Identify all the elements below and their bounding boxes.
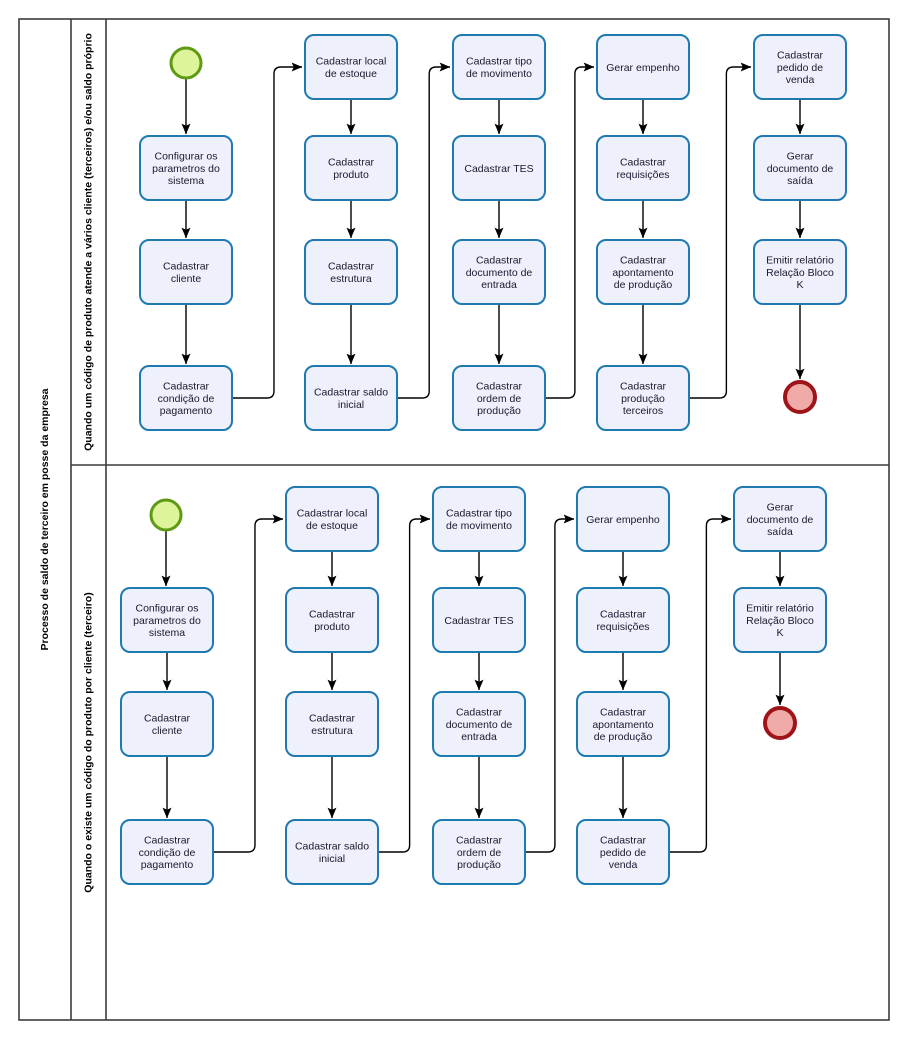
flow-lane-1-link4 (689, 62, 752, 399)
task-lane-1-c1-t2[interactable] (139, 239, 233, 305)
task-lane-1-c5-t2[interactable] (753, 135, 847, 201)
task-lane-1-c3-t3[interactable] (452, 239, 546, 305)
task-lane-2-c1-t3[interactable] (120, 819, 214, 885)
task-lane-2-c2-t2[interactable] (285, 587, 379, 653)
start-event-lane-1[interactable] (169, 46, 203, 80)
pool-lane-labels: Processo de saldo de terceiro em posse d… (39, 33, 95, 893)
task-lane-1-c5-t3[interactable] (753, 239, 847, 305)
task-lane-1-c4-t2[interactable] (596, 135, 690, 201)
task-lane-2-c4-t1[interactable] (576, 486, 670, 552)
task-lane-2-c5-t1[interactable] (733, 486, 827, 552)
task-lane-1-c5-t1[interactable] (753, 34, 847, 100)
task-lane-1-c2-t3[interactable] (304, 239, 398, 305)
flow-lane-2-link3 (525, 514, 575, 853)
task-lane-2-c3-t4[interactable] (432, 819, 526, 885)
sequence-flows (161, 62, 805, 853)
task-lane-1-c2-t4[interactable] (304, 365, 398, 431)
flow-lane-2-link2 (378, 514, 431, 853)
pool-title: Processo de saldo de terceiro em posse d… (39, 388, 51, 650)
flow-lane-1-link1 (232, 62, 303, 399)
task-lane-2-c4-t2[interactable] (576, 587, 670, 653)
task-lane-1-c3-t1[interactable] (452, 34, 546, 100)
task-lane-1-c2-t2[interactable] (304, 135, 398, 201)
task-lane-2-c4-t3[interactable] (576, 691, 670, 757)
flow-lane-1-link2 (397, 62, 451, 399)
task-lane-2-c2-t3[interactable] (285, 691, 379, 757)
start-event-lane-2[interactable] (149, 498, 183, 532)
task-lane-2-c1-t2[interactable] (120, 691, 214, 757)
task-lane-1-c3-t4[interactable] (452, 365, 546, 431)
lane-title-lane-2: Quando o existe um código do produto por… (83, 592, 95, 892)
task-lane-2-c5-t2[interactable] (733, 587, 827, 653)
pool-outer-frame (18, 18, 890, 1021)
task-lane-2-c1-t1[interactable] (120, 587, 214, 653)
flow-lane-2-link1 (213, 514, 284, 853)
task-lane-2-c2-t4[interactable] (285, 819, 379, 885)
task-label: Gerar empenho (586, 514, 660, 526)
task-lane-2-c3-t2[interactable] (432, 587, 526, 653)
task-lane-2-c3-t3[interactable] (432, 691, 526, 757)
flow-lane-2-link4 (669, 514, 732, 853)
task-lane-2-c2-t1[interactable] (285, 486, 379, 552)
end-event-lane-2[interactable] (763, 706, 797, 740)
lane-title-lane-1: Quando um código de produto atende a vár… (83, 33, 95, 451)
task-label: Cadastrar TES (464, 163, 533, 175)
task-lane-1-c4-t3[interactable] (596, 239, 690, 305)
task-lane-1-c4-t4[interactable] (596, 365, 690, 431)
task-lane-1-c4-t1[interactable] (596, 34, 690, 100)
pool-frame (18, 18, 890, 1021)
flow-lane-1-link3 (545, 62, 595, 399)
task-label: Cadastrar TES (444, 615, 513, 627)
task-lane-1-c1-t1[interactable] (139, 135, 233, 201)
task-lane-1-c2-t1[interactable] (304, 34, 398, 100)
task-lane-2-c3-t1[interactable] (432, 486, 526, 552)
task-lane-2-c4-t4[interactable] (576, 819, 670, 885)
task-lane-1-c1-t3[interactable] (139, 365, 233, 431)
end-event-lane-1[interactable] (783, 380, 817, 414)
task-lane-1-c3-t2[interactable] (452, 135, 546, 201)
task-label: Gerar empenho (606, 62, 680, 74)
